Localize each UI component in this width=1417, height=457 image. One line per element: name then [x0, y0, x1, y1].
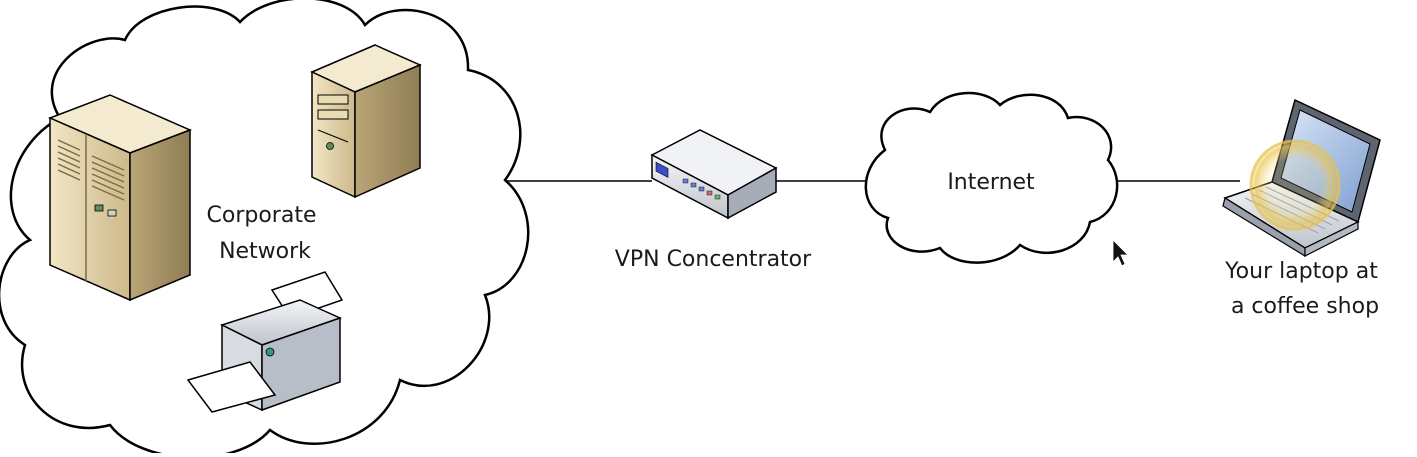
corporate-network-label: Corporate Network: [207, 203, 324, 264]
printer-icon: [186, 271, 344, 413]
tower-server-icon: [48, 94, 192, 302]
mouse-cursor-icon: [1112, 239, 1129, 267]
internet-label: Internet: [947, 170, 1035, 195]
laptop-label: Your laptop at a coffee shop: [1224, 259, 1385, 319]
laptop-label-line-1: Your laptop at: [1224, 259, 1378, 284]
corporate-label-line-1: Corporate: [207, 203, 317, 228]
laptop-highlight-ring: [1249, 139, 1341, 231]
vpn-concentrator-label: VPN Concentrator: [615, 247, 812, 272]
internet-cloud-icon: [864, 91, 1119, 264]
laptop-icon: [1222, 98, 1381, 258]
laptop-label-line-2: a coffee shop: [1231, 294, 1379, 319]
mini-tower-server-icon: [310, 44, 422, 199]
vpn-concentrator-icon: [650, 129, 778, 220]
corporate-label-line-2: Network: [219, 239, 311, 264]
